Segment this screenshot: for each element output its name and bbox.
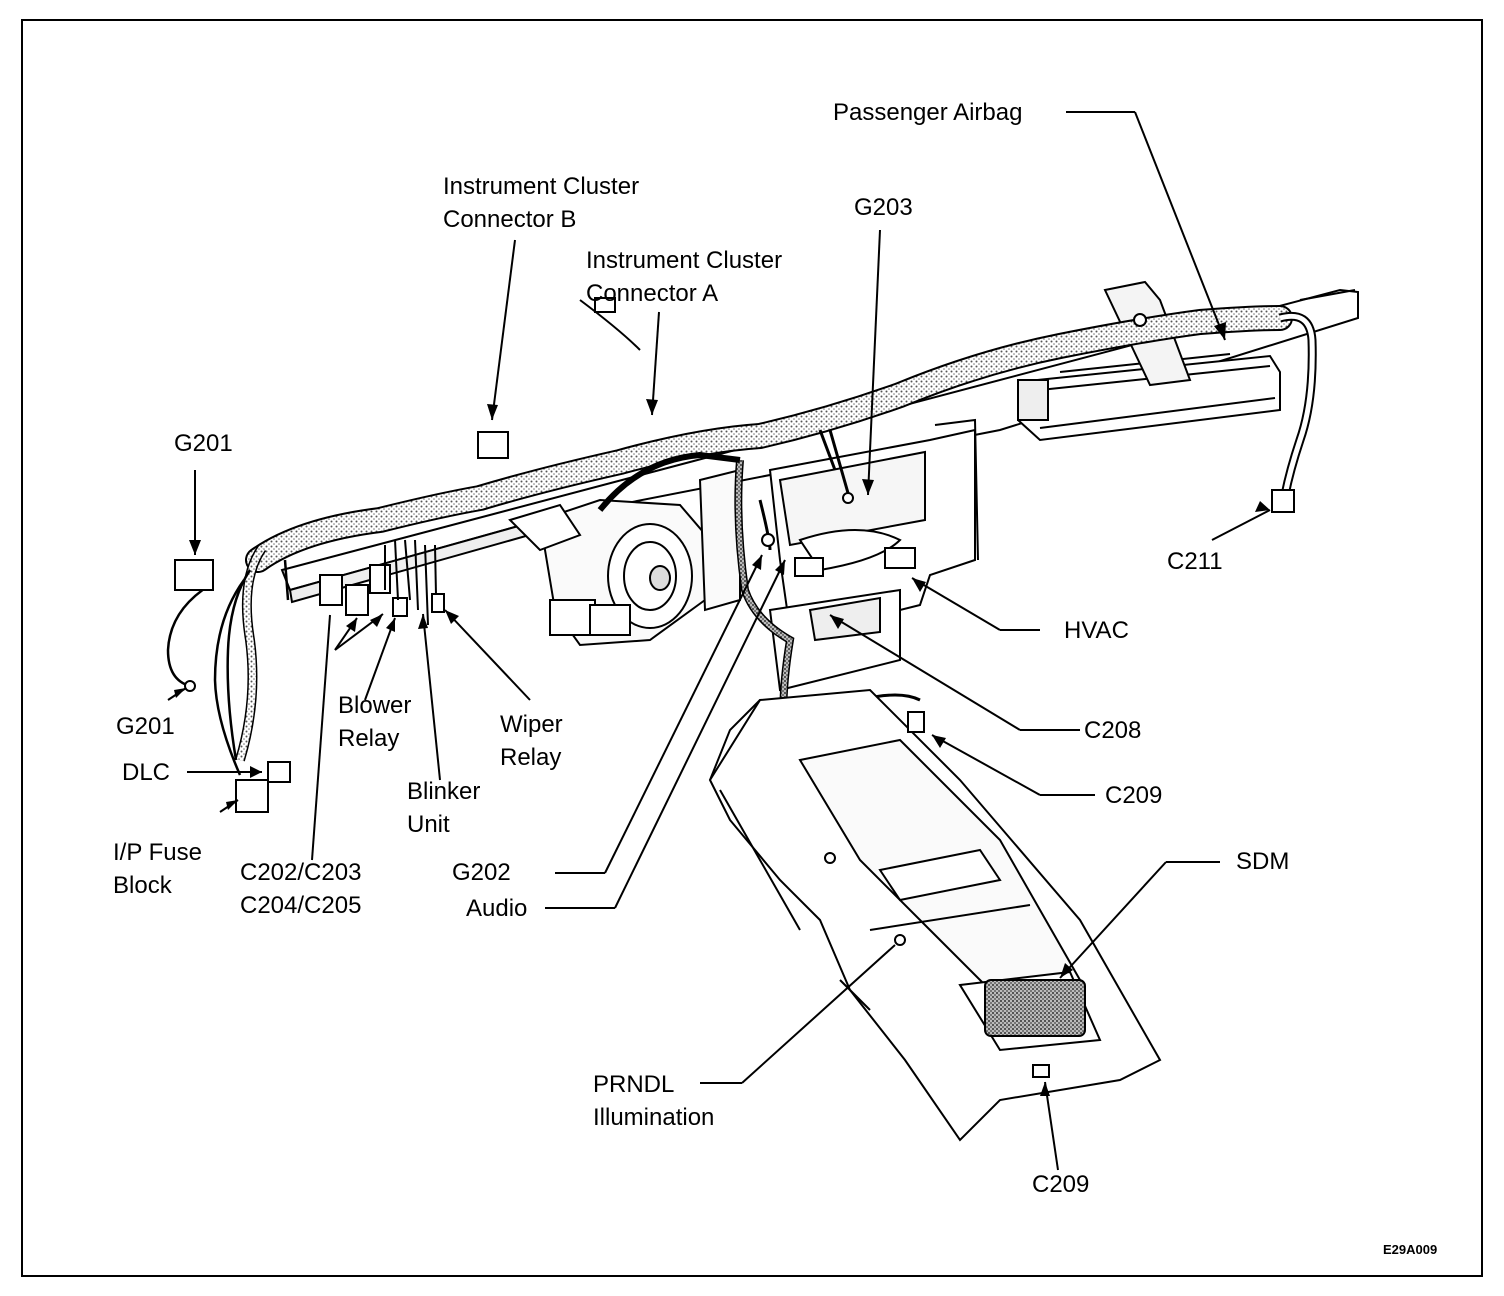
- label-c209-mid: C209: [1105, 782, 1163, 809]
- label-instrument-cluster-connector-a: Instrument Cluster Connector A: [586, 247, 783, 307]
- steering-column: [477, 297, 712, 647]
- left-harness-branches: [166, 559, 290, 776]
- diagram-code: E29A009: [1383, 1242, 1438, 1257]
- left-connectors: [174, 559, 445, 813]
- sdm-module: [984, 979, 1086, 1037]
- label-blower-relay: Blower Relay: [338, 692, 412, 752]
- relay-wires: [384, 539, 437, 626]
- label-instrument-cluster-connector-b: Instrument Cluster Connector B: [443, 173, 640, 233]
- label-c211: C211: [1167, 548, 1223, 575]
- label-c209-bottom: C209: [1032, 1171, 1090, 1198]
- label-dlc: DLC: [122, 759, 171, 786]
- hvac-module: [698, 418, 979, 692]
- label-sdm: SDM: [1236, 848, 1290, 875]
- label-c202-c205: C202/C203 C204/C205: [240, 859, 362, 919]
- leader-lines: [167, 111, 1271, 1171]
- diagram-frame: [21, 19, 1483, 1277]
- main-wiring-harness: [235, 305, 1317, 762]
- label-g203: G203: [854, 194, 913, 221]
- floor-console: [708, 688, 1162, 1142]
- label-c208: C208: [1084, 717, 1142, 744]
- label-blinker-unit: Blinker Unit: [407, 778, 481, 838]
- misc-connectors: [761, 313, 1295, 946]
- label-g201-top: G201: [174, 430, 233, 457]
- passenger-airbag-module: [1017, 280, 1281, 442]
- label-g201-bottom: G201: [116, 713, 175, 740]
- leader-arrowheads: [174, 322, 1270, 1096]
- label-wiper-relay: Wiper Relay: [500, 711, 563, 771]
- label-ip-fuse-block: I/P Fuse Block: [113, 839, 202, 899]
- label-prndl-illumination: PRNDL Illumination: [593, 1071, 715, 1131]
- label-audio: Audio: [466, 895, 528, 922]
- label-passenger-airbag: Passenger Airbag: [833, 99, 1023, 126]
- label-g202: G202: [452, 859, 511, 886]
- label-hvac: HVAC: [1064, 617, 1129, 644]
